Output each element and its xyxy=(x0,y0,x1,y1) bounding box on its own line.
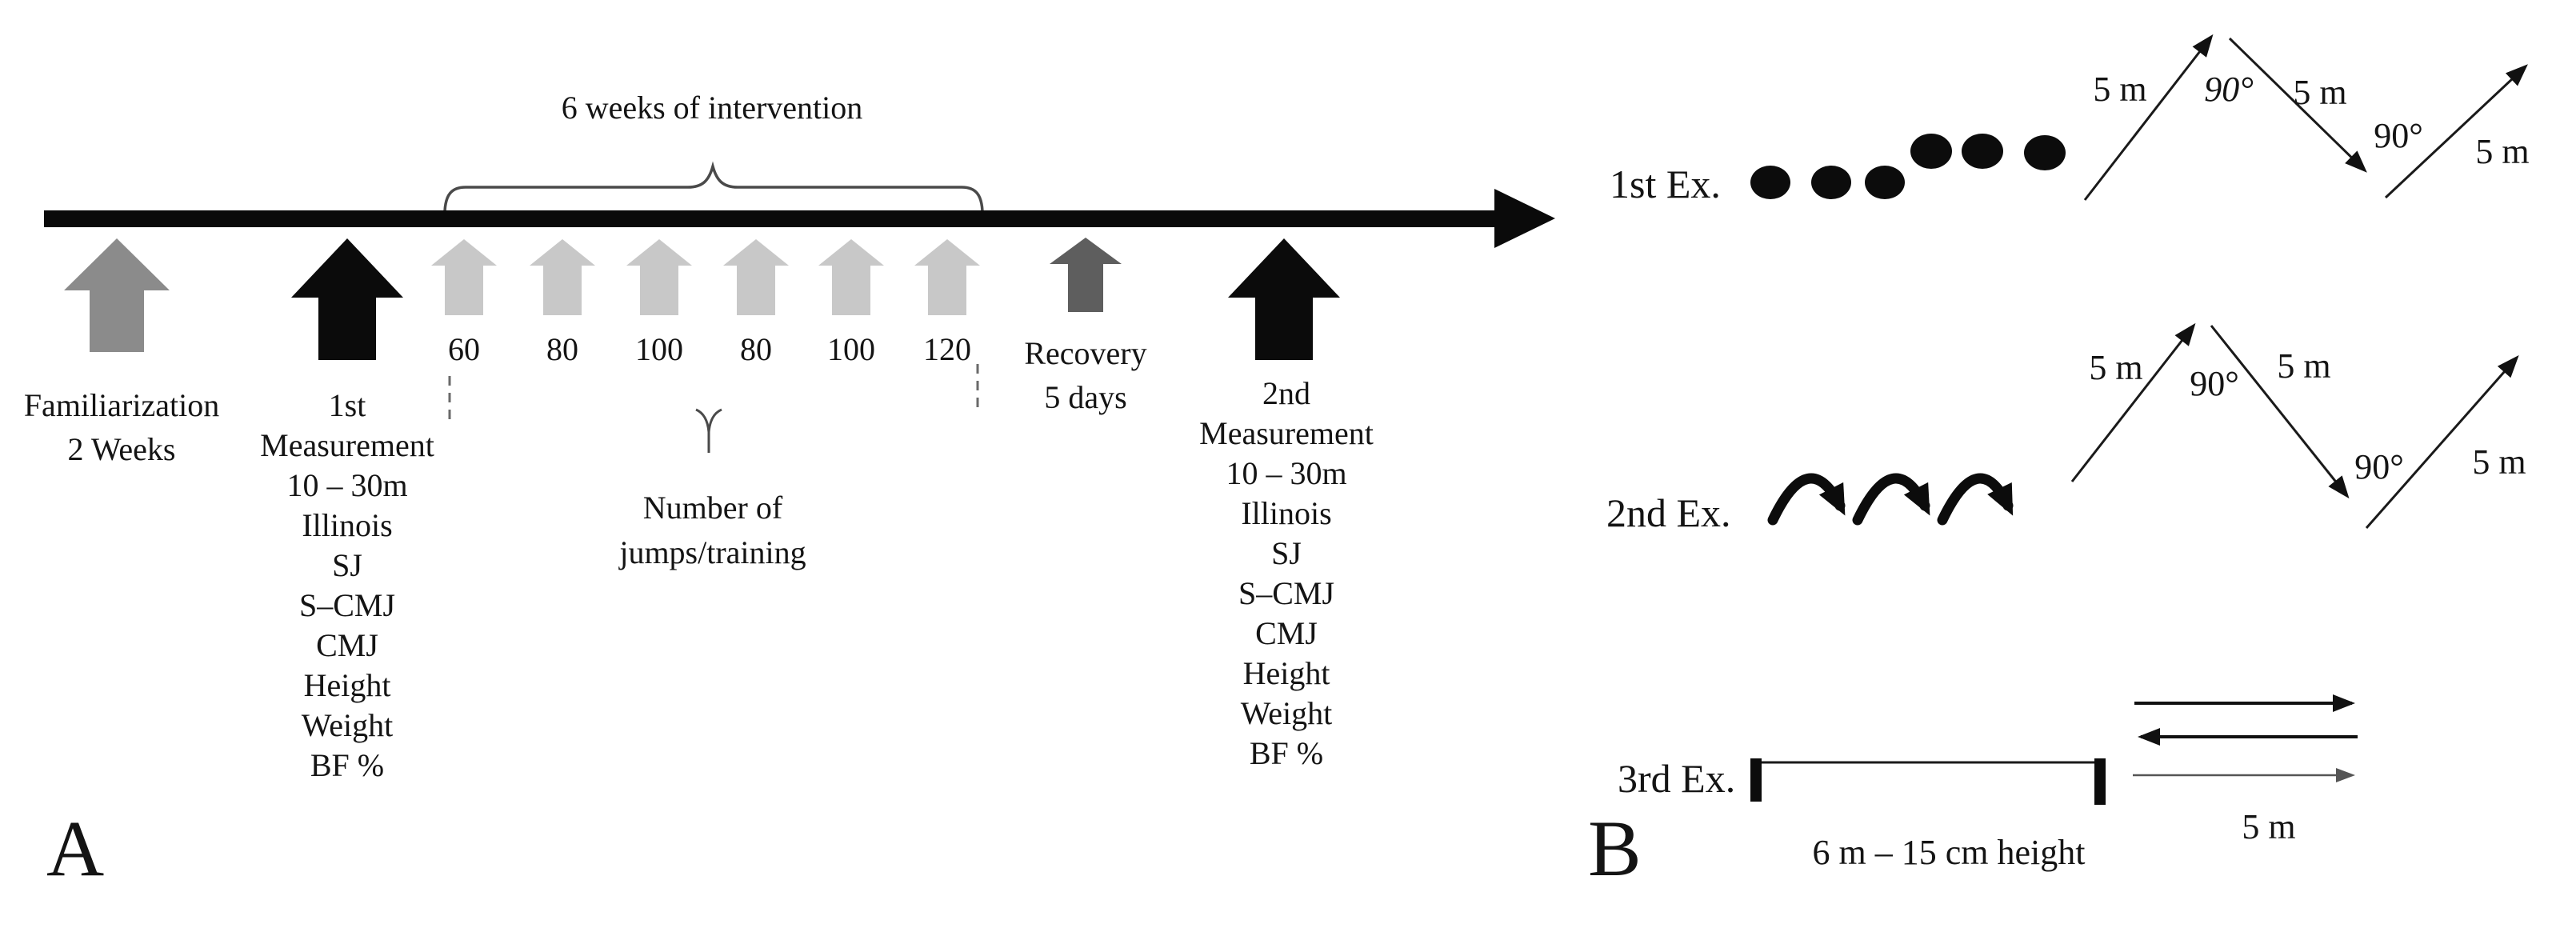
run-segment-arrow xyxy=(2083,34,2214,201)
track-end-post-icon xyxy=(1750,758,1762,802)
caption-brace-middle xyxy=(695,408,722,453)
distance-label: 5 m xyxy=(2089,348,2142,387)
distance-label: 5 m xyxy=(2472,442,2526,482)
jump-count: 80 xyxy=(740,331,772,367)
run-segment-arrow xyxy=(2070,322,2196,482)
jump-count: 60 xyxy=(448,331,480,367)
shuttle-distance-label: 5 m xyxy=(2242,807,2295,846)
angle-label: 90° xyxy=(2190,364,2239,403)
timeline-bar xyxy=(44,210,1494,227)
angle-label: 90° xyxy=(2354,447,2404,486)
run-segment-arrow xyxy=(2210,325,2350,499)
distance-label: 5 m xyxy=(2475,132,2529,171)
panel-b: 1st Ex. 5 m 90° 5 m 90° 5 m 2nd Ex. xyxy=(1588,34,2530,893)
session-arrow-icon xyxy=(914,239,980,315)
hop-arc-arrow xyxy=(1767,473,1846,526)
hop-arc-arrow xyxy=(1852,473,1930,526)
intervention-brace xyxy=(443,161,984,212)
disc-marker-icon xyxy=(1962,134,2003,169)
hop-arc-arrow xyxy=(1937,473,2014,526)
jump-count: 80 xyxy=(546,331,578,367)
track-end-post-icon xyxy=(2094,758,2106,805)
timeline-arrowhead-icon xyxy=(1494,189,1555,248)
distance-label: 5 m xyxy=(2093,70,2146,109)
exercise-3: 3rd Ex. 6 m – 15 cm height 5 m xyxy=(1618,694,2358,872)
exercise1-label: 1st Ex. xyxy=(1610,162,1721,206)
session-arrow-icon xyxy=(431,239,497,315)
familiarization-arrow-icon xyxy=(64,238,170,352)
exercise-1: 1st Ex. 5 m 90° 5 m 90° 5 m xyxy=(1610,34,2530,206)
panel-b-letter: B xyxy=(1588,804,1642,893)
distance-label: 5 m xyxy=(2277,346,2330,386)
exercise3-label: 3rd Ex. xyxy=(1618,756,1735,801)
intervention-title: 6 weeks of intervention xyxy=(562,90,863,126)
run-segment-arrow xyxy=(2228,37,2367,173)
session-arrow-icon xyxy=(530,239,595,315)
disc-marker-icon xyxy=(2024,135,2066,170)
run-segment-arrow xyxy=(2365,355,2519,529)
angle-label: 90° xyxy=(2374,116,2423,155)
measurement1-arrow-icon xyxy=(291,238,403,360)
session-arrow-icon xyxy=(818,239,884,315)
panel-a-letter: A xyxy=(46,804,104,893)
angle-label: 90° xyxy=(2204,70,2254,109)
measurement2-arrow-icon xyxy=(1228,238,1340,360)
run-segment-arrow xyxy=(2384,64,2528,199)
exercise2-label: 2nd Ex. xyxy=(1606,490,1731,535)
track-label: 6 m – 15 cm height xyxy=(1813,833,2086,872)
disc-marker-icon xyxy=(1910,134,1952,169)
session-arrow-icon xyxy=(626,239,692,315)
disc-marker-icon xyxy=(1865,166,1905,199)
distance-label: 5 m xyxy=(2293,73,2346,112)
disc-marker-icon xyxy=(1811,166,1851,199)
jump-count: 100 xyxy=(827,331,875,367)
exercise-2: 2nd Ex. 5 m 90° 5 m 90° 5 m xyxy=(1606,322,2526,535)
jump-count: 120 xyxy=(923,331,971,367)
disc-marker-icon xyxy=(1750,166,1790,199)
session-arrow-icon xyxy=(723,239,789,315)
jump-count: 100 xyxy=(635,331,683,367)
recovery-arrow-icon xyxy=(1050,238,1122,312)
